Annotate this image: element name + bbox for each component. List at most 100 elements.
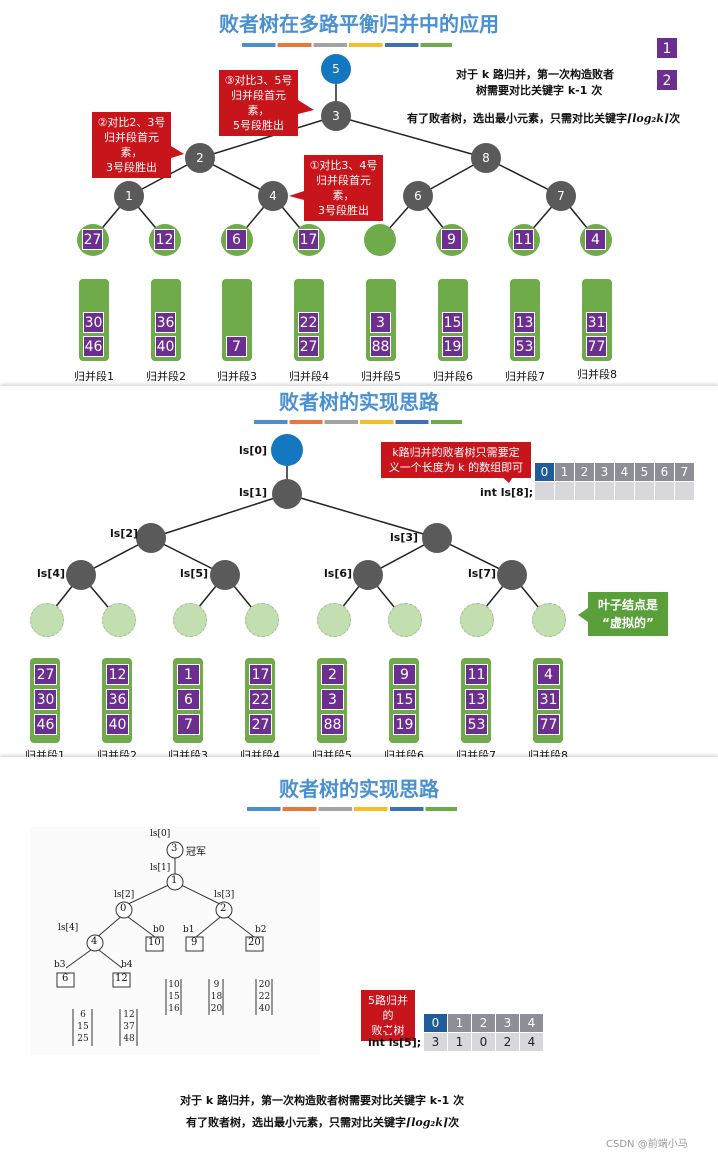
tree-node: 1: [114, 181, 144, 211]
segment-label: 归并段4: [289, 370, 329, 383]
fig-col-val: 20: [258, 980, 271, 990]
fig-node: 2: [220, 903, 227, 914]
leaf-node-empty: [364, 224, 396, 256]
fig-col-val: 22: [258, 992, 271, 1002]
array-index: 0: [535, 463, 555, 481]
virtual-leaf: [30, 603, 64, 637]
array-declaration: int ls[8];: [480, 486, 534, 499]
array-callout: k路归并的败者树只需要定 义一个长度为 k 的数组即可: [381, 442, 531, 478]
segment-label: 归并段5: [312, 749, 352, 758]
fig-col-val: 15: [77, 1022, 89, 1032]
note1-line2: 树需要对比关键字 k-1 次: [476, 84, 603, 97]
ls6-node: [353, 560, 383, 590]
merge-segment: 3 88: [366, 279, 396, 361]
merge-segment: 27 30 46: [30, 658, 60, 743]
title-colorbar: [247, 807, 457, 811]
fig-col-val: 40: [258, 1004, 271, 1014]
note2-pre: 有了败者树，选出最小元素，只需对比关键字: [186, 1116, 406, 1129]
merge-segment: 36 40: [151, 279, 181, 361]
fig-label: ls[3]: [214, 890, 235, 900]
merge-segment: 30 46: [79, 279, 109, 361]
array-value: 0: [472, 1033, 496, 1051]
ls3-node: [422, 523, 452, 553]
array-index: 3: [496, 1014, 520, 1032]
segment-value: 30: [34, 689, 57, 710]
callout-line: 归并段首元素，: [316, 174, 371, 202]
ls-label: ls[7]: [468, 567, 497, 580]
array-index: 1: [555, 463, 575, 481]
note2-formula: ⌈log₂k⌉: [406, 1116, 449, 1129]
callout-step3: ③对比3、5号 归并段首元素， 5号段胜出: [219, 70, 298, 136]
segment-value: 1: [177, 664, 200, 685]
segment-label: 归并段2: [146, 370, 186, 383]
segment-value: 15: [442, 312, 463, 333]
ls4-node: [66, 560, 96, 590]
callout-line: k路归并的败者树只需要定: [392, 446, 520, 459]
leaf-value: 9: [441, 229, 462, 250]
ls-label: ls[6]: [324, 567, 353, 580]
segment-value: 19: [393, 714, 416, 735]
segment-value: 17: [249, 664, 272, 685]
fig-label: b2: [255, 925, 267, 935]
fig-col-val: 6: [80, 1010, 86, 1020]
callout-step1: ①对比3、4号 归并段首元素， 3号段胜出: [304, 155, 383, 221]
merge-segment: 13 53: [510, 279, 540, 361]
segment-value: 53: [465, 714, 488, 735]
title-colorbar: [254, 420, 462, 424]
fig-col-val: 20: [210, 1004, 223, 1014]
merge-segment: 15 19: [438, 279, 468, 361]
leaf-value: 4: [585, 229, 606, 250]
fig-box: 12: [115, 973, 128, 984]
callout-arrow: [382, 1028, 396, 1035]
ls-label: ls[5]: [180, 567, 209, 580]
leaf-node: 9: [436, 224, 468, 256]
segment-value: 40: [155, 336, 176, 357]
callout-line: 3号段胜出: [318, 204, 369, 217]
segment-value: 31: [586, 312, 607, 333]
segment-value: 88: [370, 336, 391, 357]
fig-label: b1: [183, 925, 195, 935]
fig-col-val: 15: [168, 992, 180, 1002]
fig-node: 1: [171, 875, 178, 886]
array-index: 1: [448, 1014, 472, 1032]
tree-node: 8: [471, 143, 501, 173]
array-index: 0: [424, 1014, 448, 1032]
array-cells-empty: [535, 482, 695, 500]
array-declaration: int ls[5];: [368, 1036, 422, 1049]
callout-line: ②对比2、3号: [97, 116, 166, 129]
callout-line: 5路归并的: [368, 994, 408, 1022]
fig-box: 9: [191, 937, 198, 948]
segment-value: 3: [370, 312, 391, 333]
fig-label: ls[0]: [150, 829, 171, 839]
badge-2: 2: [656, 69, 678, 91]
fig-box: 10: [148, 937, 161, 948]
segment-value: 13: [514, 312, 535, 333]
segment-value: 31: [537, 689, 560, 710]
panel-implementation-2: 败者树的实现思路: [0, 757, 718, 1154]
virtual-note: 叶子结点是 “虚拟的”: [588, 592, 668, 636]
leaf-value: 11: [513, 229, 534, 250]
segment-value: 53: [514, 336, 535, 357]
fig-col-val: 16: [168, 1004, 180, 1014]
ls2-node: [136, 523, 166, 553]
segment-label: 归并段3: [217, 370, 257, 383]
segment-label: 归并段5: [361, 370, 401, 383]
segment-value: 3: [321, 689, 344, 710]
segment-value: 7: [226, 336, 247, 357]
virtual-note-line: 叶子结点是: [597, 598, 658, 612]
segment-value: 22: [298, 312, 319, 333]
segment-value: 9: [393, 664, 416, 685]
segment-value: 88: [321, 714, 344, 735]
ls-array: 0 1 2 3 4 5 6 7: [535, 463, 695, 501]
segment-value: 27: [298, 336, 319, 357]
watermark: CSDN @前端小马: [606, 1139, 688, 1150]
callout-line: 5号段胜出: [233, 119, 284, 132]
figure-edges: [56, 841, 273, 1046]
virtual-leaf: [173, 603, 207, 637]
merge-segment: 11 13 53: [461, 658, 491, 743]
ls-label: ls[0]: [239, 444, 268, 457]
ls7-node: [497, 560, 527, 590]
merge-segment: 17 22 27: [245, 658, 275, 743]
segment-value: 2: [321, 664, 344, 685]
